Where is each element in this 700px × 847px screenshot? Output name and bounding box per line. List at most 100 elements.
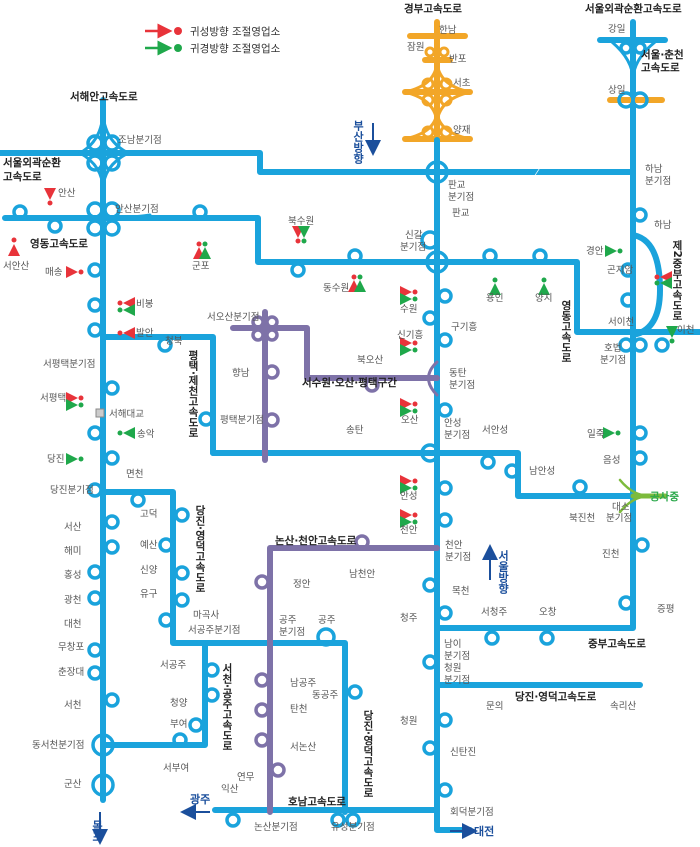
highway-label-gyeongbu: 경부고속도로 xyxy=(404,2,462,15)
place-label: 연무 xyxy=(237,772,255,783)
place-label: 천안 xyxy=(445,540,463,551)
highway-label-seohaean: 서해안고속도로 xyxy=(70,90,138,103)
highway-labels: 경부고속도로 서울외곽순환고속도로 서울·춘천 고속도로 서해안고속도로 서울외… xyxy=(3,2,684,808)
highway-label-jungbu2: 제2중부고속도로 xyxy=(671,239,683,321)
highway-label-yeongdong-vertical: 영동고속도로 xyxy=(560,299,572,363)
highway-label-seoul-ring: 서울외곽순환고속도로 xyxy=(585,2,682,15)
place-label: 안성 xyxy=(444,418,461,429)
place-label: 음성 xyxy=(603,455,620,466)
highway-label-seosuwon-section: 서수원·오산·평택구간 xyxy=(302,376,397,389)
place-label: 서산 xyxy=(64,522,82,533)
place-label: 탄천 xyxy=(290,704,307,715)
highway-label-honam: 호남고속도로 xyxy=(288,795,346,808)
road-network: ⁄ xyxy=(0,19,700,833)
place-label: 당진분기점 xyxy=(50,484,94,496)
place-label: 판교 xyxy=(452,208,470,219)
place-label: 경안 xyxy=(586,245,604,257)
place-label: 안성 xyxy=(400,491,417,502)
place-label: 분기점 xyxy=(444,650,470,662)
place-label: 서논산 xyxy=(290,742,316,753)
green-marker-icon xyxy=(174,44,182,52)
toll-marker-suwon xyxy=(400,286,418,305)
highway-label-seoul-chuncheon-2: 고속도로 xyxy=(641,62,680,74)
place-label: 송탄 xyxy=(346,425,364,436)
toll-marker-gyeongan xyxy=(605,245,623,257)
toll-marker-osan xyxy=(400,398,418,417)
place-label: 안산분기점 xyxy=(115,203,159,215)
place-label: 북오산 xyxy=(357,355,383,366)
place-label: 서부여 xyxy=(163,762,189,774)
place-label: 무창포 xyxy=(58,642,84,653)
place-label: 유구 xyxy=(140,589,158,600)
place-label: 강일 xyxy=(608,24,625,35)
place-label: 청원 xyxy=(444,663,461,674)
place-label: 논산분기점 xyxy=(254,821,298,833)
place-label: 향남 xyxy=(232,367,250,379)
place-label: 서오산분기점 xyxy=(207,311,259,323)
place-label: 분기점 xyxy=(448,191,474,203)
highway-label-nonsan-cheonan: 논산·천안고속도로 xyxy=(275,534,357,547)
place-label: 일죽 xyxy=(587,429,605,440)
legend-item-outbound: 귀성방향 조절영업소 xyxy=(145,23,281,39)
toll-marker-dangjin xyxy=(66,453,84,465)
place-label: 판교 xyxy=(448,180,466,191)
toll-marker-anseong xyxy=(400,475,418,494)
place-label: 공주 xyxy=(279,615,297,626)
direction-gwangju: 광주 xyxy=(190,793,210,806)
toll-marker-singiheung xyxy=(400,337,418,356)
place-label: 비봉 xyxy=(136,299,154,310)
toll-marker-seoansan xyxy=(7,237,20,256)
place-label: 양재 xyxy=(453,125,470,136)
place-label: 잠원 xyxy=(407,42,424,53)
place-label: 광천 xyxy=(64,594,81,606)
toll-marker-ansan xyxy=(44,188,56,206)
place-label: 송악 xyxy=(137,428,155,440)
place-label: 남천안 xyxy=(349,569,375,580)
toll-marker-songak xyxy=(117,427,135,439)
toll-marker-maesong xyxy=(66,266,84,278)
toll-markers xyxy=(7,188,678,528)
nonsan-cheonan-road xyxy=(267,545,440,815)
toll-marker-balan xyxy=(117,327,135,339)
place-label: 청주 xyxy=(400,613,418,624)
dangjin-yeongdeok-road-west xyxy=(100,489,348,815)
direction-mokpo: 목포 xyxy=(91,820,104,842)
highway-label-seoul-chuncheon-1: 서울·춘천 xyxy=(641,48,684,61)
place-label: 상일 xyxy=(608,85,625,96)
place-label: 분기점 xyxy=(600,354,626,366)
place-label: 청원 xyxy=(400,716,417,727)
toll-marker-icheon xyxy=(666,326,678,344)
place-label: 군포 xyxy=(192,261,210,272)
toll-marker-yongin xyxy=(489,277,501,295)
place-label: 서천 xyxy=(64,700,81,711)
place-label: 진천 xyxy=(602,549,619,560)
place-label: 해미 xyxy=(64,545,81,557)
place-label: 반포 xyxy=(449,54,467,65)
place-label: 서평택 xyxy=(40,393,66,404)
yeongdong-road xyxy=(2,215,700,335)
direction-busan: 부산방향 xyxy=(352,120,365,165)
place-label: 면천 xyxy=(126,469,143,480)
place-label: 서공주 xyxy=(160,660,186,671)
place-label: 이천 xyxy=(677,325,694,336)
place-label: 용인 xyxy=(486,293,503,304)
break-mark: ⁄ xyxy=(534,168,540,179)
place-label: 춘장대 xyxy=(58,667,84,678)
place-label: 분기점 xyxy=(445,551,471,563)
place-label: 유성분기점 xyxy=(331,821,375,833)
jungbu2-road xyxy=(630,232,663,338)
place-label: 하남 xyxy=(654,219,672,231)
place-label: 조남분기점 xyxy=(118,134,162,146)
highway-label-seoul-ring-west-1: 서울외곽순환 xyxy=(3,156,61,169)
place-label: 동공주 xyxy=(312,690,338,701)
place-label: 익산 xyxy=(221,783,239,795)
place-label: 곤지암 xyxy=(607,264,633,276)
highway-label-seoul-ring-west-2: 고속도로 xyxy=(3,171,42,183)
place-label: 청북 xyxy=(165,336,183,347)
toll-marker-bibong xyxy=(117,297,135,316)
bridge-icon xyxy=(95,408,105,418)
place-label: 서해대교 xyxy=(109,408,144,420)
place-label: 공주 xyxy=(318,615,336,626)
place-label: 서청주 xyxy=(481,607,507,618)
toll-marker-iljuk xyxy=(603,427,621,439)
